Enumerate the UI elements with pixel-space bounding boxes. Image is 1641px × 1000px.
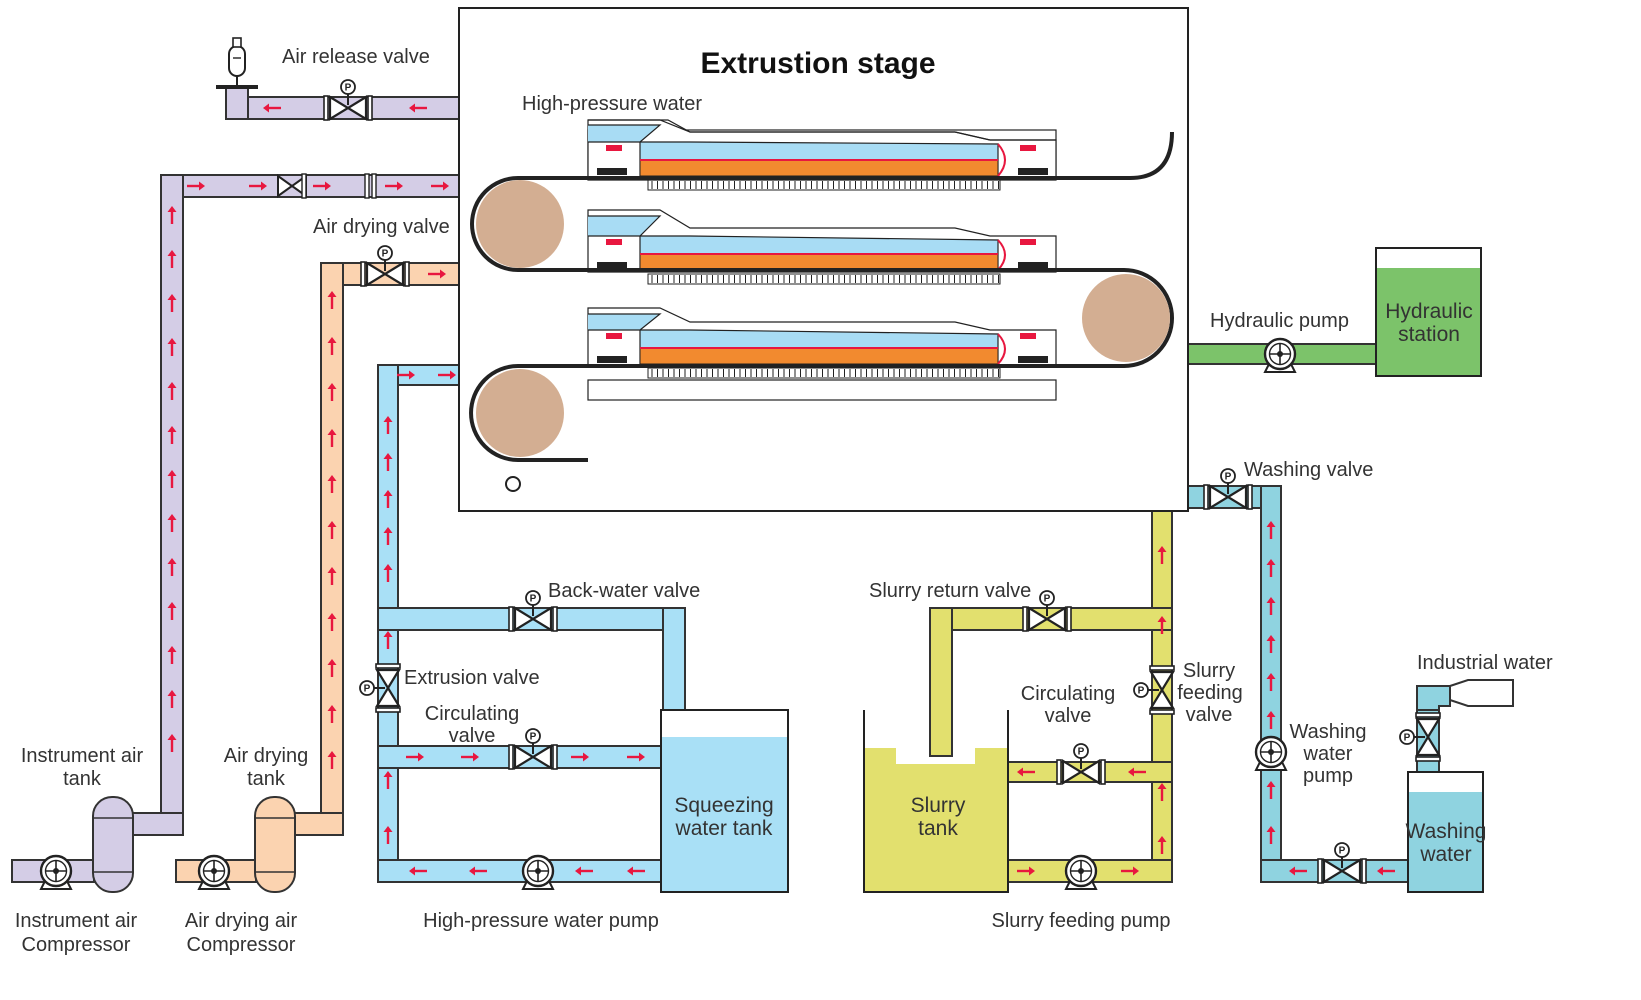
air-drying-valve-label: Air drying valve — [313, 216, 450, 238]
air-drying-compressor[interactable] — [197, 854, 231, 891]
slurry-tank-label: tank — [918, 817, 958, 840]
svg-text:P: P — [1138, 686, 1145, 697]
circulating-valve-label: Circulating — [425, 703, 519, 725]
back-water-valve-label: Back-water valve — [548, 580, 700, 602]
slurry-tank-label: Slurry — [911, 794, 966, 817]
high-pressure-water-pipe — [377, 364, 686, 883]
roller — [476, 180, 564, 268]
washing-water-pump-label: water — [1303, 743, 1353, 765]
filter-plate — [587, 119, 1057, 191]
hydraulic-pump-label: Hydraulic pump — [1210, 310, 1349, 332]
instrument-air-tank-label: Instrument air — [21, 745, 144, 767]
washing-water-pump-label: pump — [1303, 765, 1353, 787]
slurry-feeding-valve[interactable]: P — [1133, 664, 1176, 716]
squeezing-water-tank — [660, 709, 789, 893]
extrusion-stage-title: Extrustion stage — [700, 47, 935, 80]
roller — [476, 369, 564, 457]
high-pressure-water-label: High-pressure water — [522, 93, 702, 115]
air-release-device — [228, 37, 246, 87]
air-drying-tank — [254, 796, 296, 893]
slurry-tank — [863, 710, 1009, 893]
high-pressure-water-pump[interactable] — [521, 854, 555, 891]
washing-water-pump[interactable] — [1254, 735, 1288, 772]
instrument-air-compressor-label: Instrument air — [15, 910, 138, 932]
slurry-feeding-valve-label: Slurry — [1183, 660, 1235, 682]
svg-text:P: P — [1404, 733, 1411, 744]
circulating-valve-label: valve — [1045, 705, 1092, 727]
washing-water-label: Washing — [1406, 820, 1487, 843]
industrial-water-valve[interactable]: P — [1399, 711, 1442, 763]
filter-plate — [587, 307, 1057, 379]
washing-valve-label: Washing valve — [1244, 459, 1373, 481]
extrusion-valve[interactable]: P — [359, 662, 402, 714]
slurry-feeding-valve-label: valve — [1186, 704, 1233, 726]
slurry-return-valve-label: Slurry return valve — [869, 580, 1031, 602]
squeezing-water-tank-label: Squeezing — [674, 794, 773, 817]
circulating-valve-label: valve — [449, 725, 496, 747]
industrial-water-inlet — [1416, 679, 1514, 711]
squeezing-water-tank-label: water tank — [675, 817, 773, 840]
filter-belt — [469, 131, 1174, 462]
filter-ribs — [651, 181, 999, 377]
plate-stack-frame — [587, 379, 1057, 401]
hydraulic-pump[interactable] — [1263, 337, 1297, 374]
small-roller — [505, 476, 521, 492]
circulating-valve-label: Circulating — [1021, 683, 1115, 705]
air-drying-tank-label: tank — [247, 768, 286, 790]
svg-text:P: P — [364, 684, 371, 695]
air-drying-compressor-label: Air drying air — [185, 910, 298, 932]
air-release-valve-label: Air release valve — [282, 46, 430, 68]
washing-water-tank — [1407, 771, 1484, 893]
air-drying-compressor-label: Compressor — [187, 934, 296, 956]
roller — [1082, 274, 1170, 362]
instrument-air-tank-label: tank — [63, 768, 102, 790]
slurry-feeding-pump[interactable] — [1064, 854, 1098, 891]
slurry-pipe — [929, 510, 1173, 883]
instrument-air-tank — [92, 796, 134, 893]
hydraulic-station — [1375, 247, 1482, 377]
instrument-air-compressor[interactable] — [39, 854, 73, 891]
air-drying-tank-label: Air drying — [224, 745, 308, 767]
industrial-water-label: Industrial water — [1417, 652, 1553, 674]
washing-water-pump-label: Washing — [1289, 721, 1366, 743]
instrument-air-compressor-label: Compressor — [22, 934, 131, 956]
high-pressure-water-pump-label: High-pressure water pump — [423, 910, 659, 932]
slurry-feeding-pump-label: Slurry feeding pump — [992, 910, 1171, 932]
hydraulic-station-label: station — [1398, 323, 1460, 346]
hydraulic-station-label: Hydraulic — [1385, 300, 1473, 323]
slurry-feeding-valve-label: feeding — [1177, 682, 1243, 704]
washing-water-label: water — [1419, 843, 1471, 866]
instrument-air-pipe — [11, 174, 460, 883]
air-drying-pipe — [175, 262, 460, 883]
extrusion-valve-label: Extrusion valve — [404, 667, 540, 689]
pipe-flange — [301, 173, 377, 199]
